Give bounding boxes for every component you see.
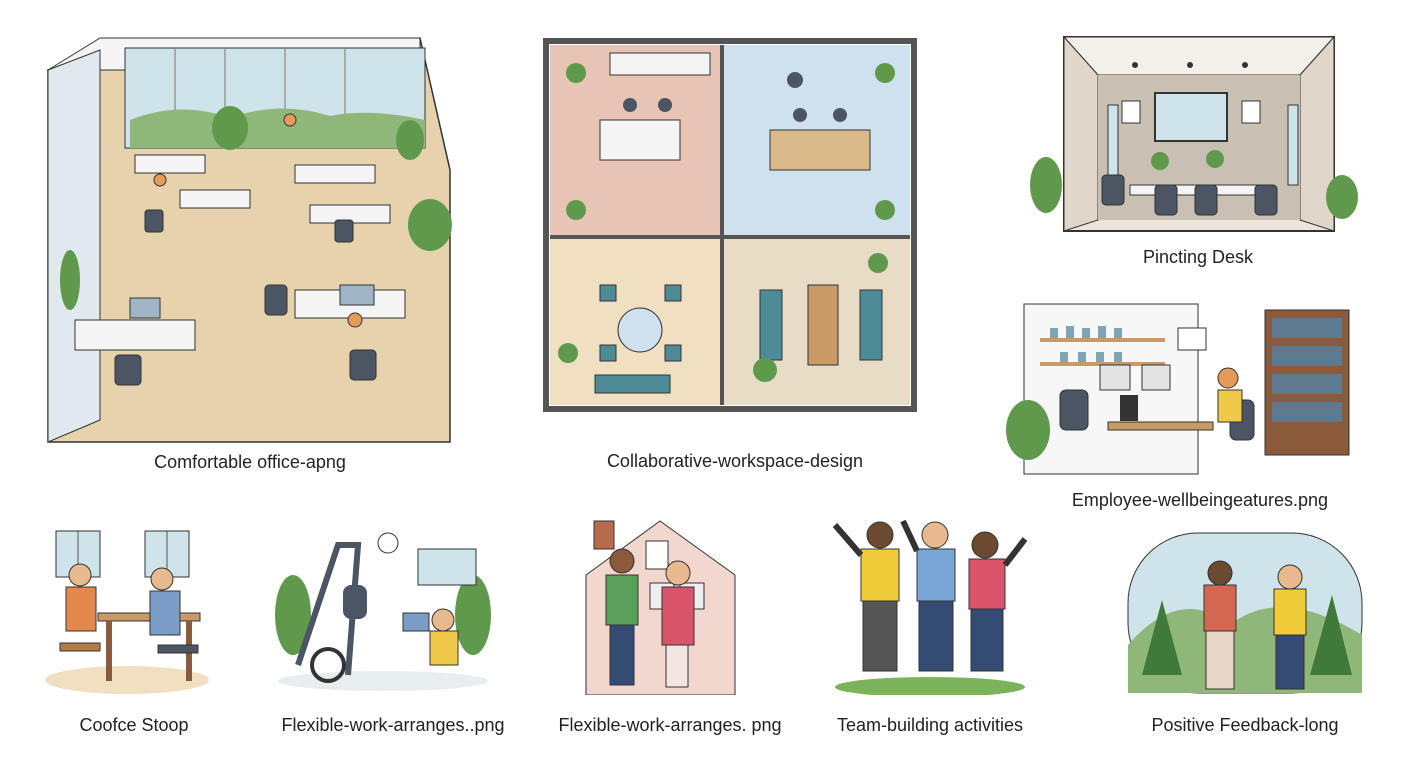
coffee-shop-illustration (45, 530, 209, 694)
tile-caption: Flexible-work-arranges. png (558, 715, 782, 735)
open-office-illustration (46, 37, 452, 443)
tile-meeting-room[interactable]: Pincting Desk (1030, 35, 1360, 275)
tile-flexible-work-2[interactable]: Flexible-work-arranges. png (550, 515, 800, 745)
floor-plan-illustration (543, 38, 917, 412)
tile-caption: Collaborative-workspace-design (606, 451, 864, 471)
tile-flexible-work-1[interactable]: Flexible-work-arranges..png (268, 525, 518, 745)
tile-caption: Employee-wellbeingeatures.png (1071, 490, 1329, 510)
tile-positive-feedback[interactable]: Positive Feedback-long (1120, 525, 1380, 745)
tile-comfortable-office[interactable]: Comfortable office-apng (40, 30, 460, 472)
team-celebration-illustration (832, 519, 1028, 695)
tile-team-building[interactable]: Team-building activities (825, 515, 1050, 745)
tile-collaborative-workspace[interactable]: Collaborative-workspace-design (540, 35, 930, 471)
house-couple-illustration (585, 520, 736, 695)
tile-coffee-shop[interactable]: Coofce Stoop (40, 525, 225, 745)
home-office-illustration (1006, 303, 1350, 475)
tile-caption: Team-building activities (836, 715, 1024, 735)
tile-employee-wellbeing[interactable]: Employee-wellbeingeatures.png (1000, 300, 1370, 515)
outdoor-fist-bump-illustration (1127, 532, 1363, 694)
tile-caption: Pincting Desk (1142, 247, 1254, 267)
tile-caption: Comfortable office-apng (154, 452, 346, 472)
tile-caption: Flexible-work-arranges..png (281, 715, 505, 735)
tile-caption: Positive Feedback-long (1151, 715, 1339, 735)
tile-caption: Coofce Stoop (79, 715, 189, 735)
meeting-room-illustration (1030, 35, 1358, 232)
gym-remote-work-illustration (275, 532, 491, 691)
